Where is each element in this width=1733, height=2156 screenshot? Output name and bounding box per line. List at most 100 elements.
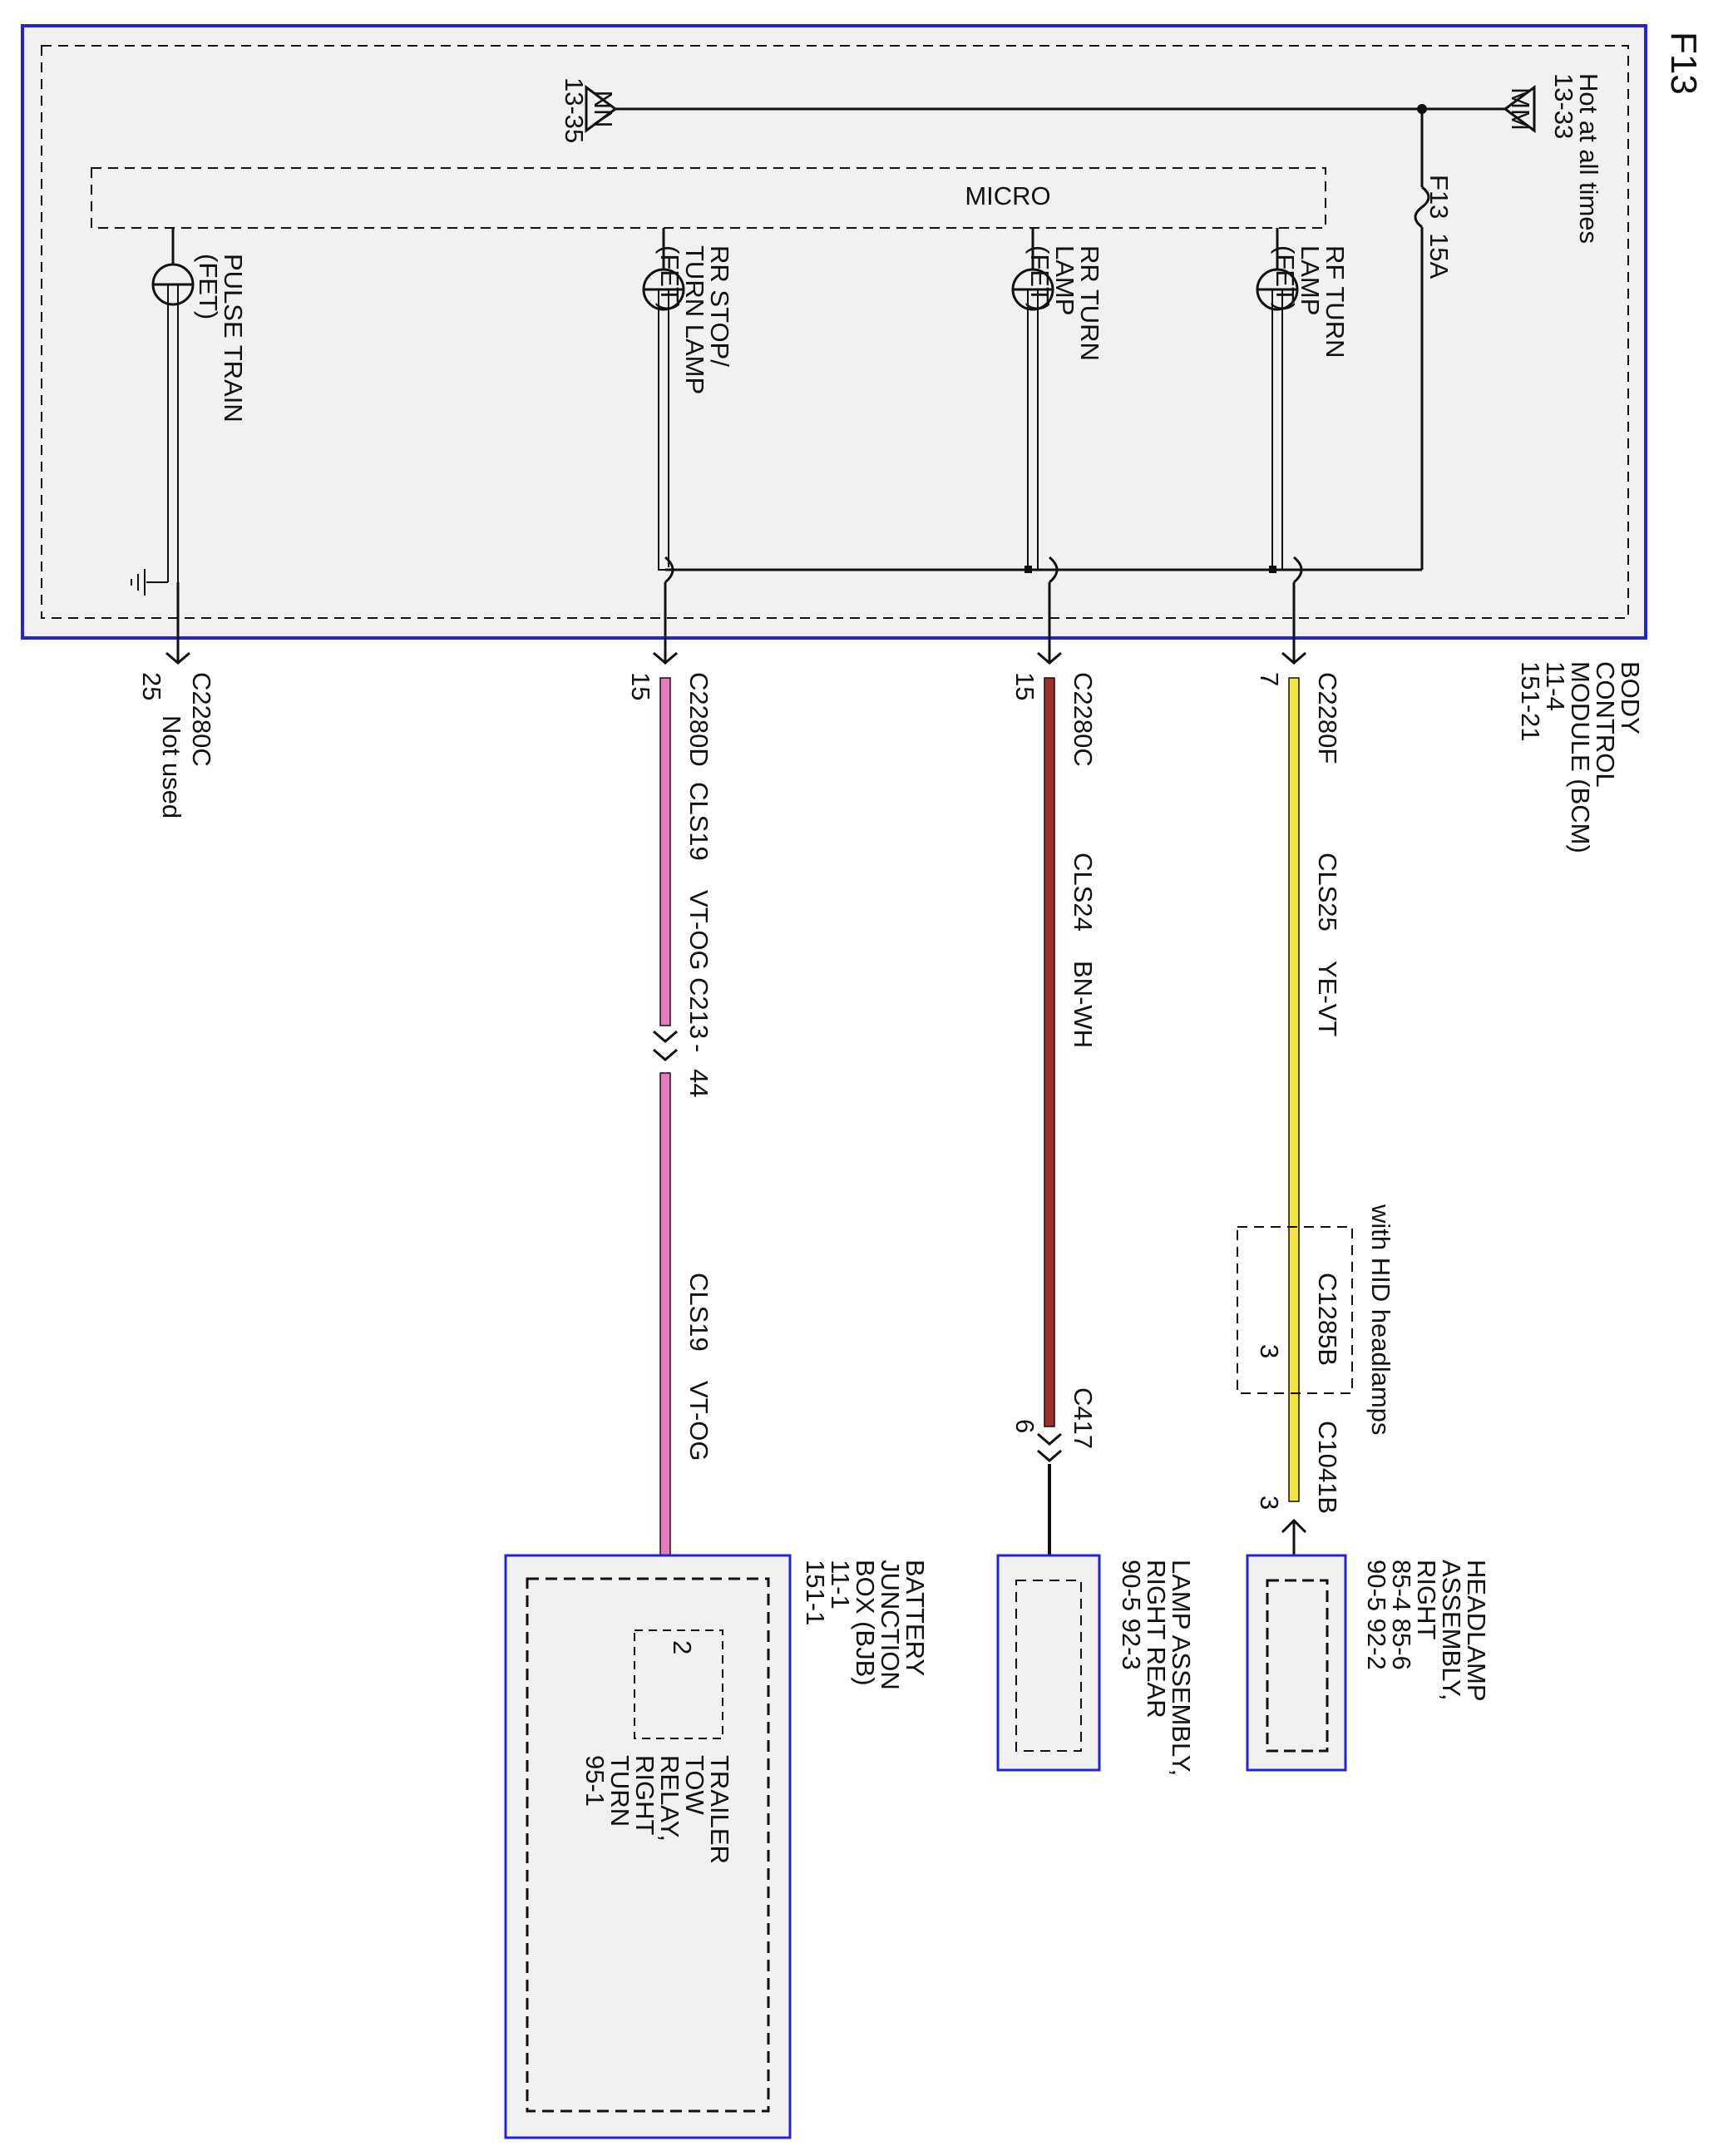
lamp-rr-title: LAMP ASSEMBLY, RIGHT REAR 90-5 92-3 [1117, 1560, 1196, 1776]
lamp-rr-inner-box [1015, 1580, 1082, 1752]
svg-text:ASSEMBLY,: ASSEMBLY, [1437, 1560, 1466, 1700]
bcm-module-box [21, 24, 1647, 640]
svg-text:90-5 92-2: 90-5 92-2 [1362, 1560, 1391, 1670]
rr-turn-connector: C2280C [1069, 672, 1098, 767]
rr-stop-pin: 15 [626, 672, 655, 700]
hid-option-pin: 3 [1255, 1344, 1284, 1358]
chevron-up-icon [1281, 1518, 1307, 1534]
power-out-symbol: NN [589, 91, 618, 128]
svg-text:LAMP: LAMP [1296, 245, 1325, 315]
rr-stop-color: VT-OG [684, 890, 713, 970]
connector-c417-chevrons [1037, 1432, 1062, 1462]
svg-text:151-21: 151-21 [1516, 661, 1545, 742]
svg-text:(FET): (FET) [1271, 245, 1300, 311]
micro-label: MICRO [965, 181, 1050, 210]
headlamp-r-box [1246, 1554, 1347, 1772]
chevron-down-icon [1037, 651, 1062, 665]
chevron-down-icon [165, 651, 190, 665]
rf-turn-junction [1269, 566, 1276, 573]
wire-rr-stop-upper [659, 677, 671, 1026]
svg-text:TURN LAMP: TURN LAMP [680, 245, 709, 394]
svg-text:BOX (BJB): BOX (BJB) [851, 1560, 880, 1686]
svg-text:RR STOP/: RR STOP/ [705, 245, 734, 367]
ground-icon [131, 569, 146, 596]
micro-box [91, 167, 1326, 229]
svg-text:RIGHT: RIGHT [1412, 1560, 1441, 1640]
svg-text:TRAILER: TRAILER [705, 1755, 734, 1864]
rf-turn-connector: C2280F [1313, 672, 1342, 764]
svg-text:RF TURN: RF TURN [1321, 245, 1350, 358]
svg-text:CONTROL: CONTROL [1591, 661, 1620, 788]
chevron-down-icon [1037, 1432, 1062, 1446]
bjb-relay-pin: 2 [668, 1640, 697, 1654]
svg-text:PULSE TRAIN: PULSE TRAIN [219, 254, 248, 423]
power-out-label: 13-35 [560, 77, 589, 143]
rr-turn-crossover [1049, 556, 1059, 584]
headlamp-r-title: HEADLAMP ASSEMBLY, RIGHT 85-4 85-6 90-5 … [1362, 1560, 1491, 1702]
rf-turn-color: YE-VT [1313, 961, 1342, 1036]
svg-text:BATTERY: BATTERY [901, 1560, 930, 1676]
rr-turn-label: RR TURN LAMP (FET) [1025, 245, 1104, 361]
bjb-box [504, 1554, 792, 2139]
svg-text:TURN: TURN [605, 1755, 634, 1827]
fuse-label: F13 15A [1424, 175, 1454, 279]
svg-text:85-4 85-6: 85-4 85-6 [1387, 1560, 1416, 1670]
pulse-train-pin: 25 [137, 672, 166, 700]
rr-stop-crossover [664, 556, 674, 584]
svg-text:HEADLAMP: HEADLAMP [1462, 1560, 1491, 1702]
rr-turn-color: BN-WH [1069, 961, 1098, 1048]
rr-stop-lower-color: VT-OG [684, 1381, 713, 1461]
pulse-train-label: PULSE TRAIN (FET) [194, 254, 248, 423]
bjb-title: BATTERY JUNCTION BOX (BJB) 11-1 151-1 [801, 1560, 930, 1690]
wire-rf-turn [1288, 677, 1300, 1502]
rr-turn-junction [1024, 566, 1032, 573]
svg-text:LAMP ASSEMBLY,: LAMP ASSEMBLY, [1167, 1560, 1196, 1776]
wire-rr-stop-lower [659, 1072, 671, 1556]
svg-text:TOW: TOW [680, 1755, 709, 1815]
inline-connector-pin: 44 [684, 1069, 713, 1097]
power-out-triangle-nn [585, 85, 618, 133]
chevron-down-icon [653, 1048, 678, 1061]
bcm-connector-chevrons [165, 651, 1306, 665]
chevron-down-icon [1037, 1449, 1062, 1462]
rr-stop-connector: C2280D [684, 672, 713, 767]
svg-text:(FET): (FET) [1025, 245, 1054, 311]
svg-text:MODULE (BCM): MODULE (BCM) [1566, 661, 1595, 853]
svg-text:(FET): (FET) [194, 254, 223, 319]
svg-text:JUNCTION: JUNCTION [876, 1560, 905, 1690]
headlamp-r-inner-box [1266, 1579, 1329, 1753]
pulse-train-connector-label: C2280C [187, 672, 216, 767]
rf-turn-pin: 7 [1255, 672, 1284, 686]
bcm-title: BODY CONTROL MODULE (BCM) 11-4 151-21 [1516, 661, 1645, 853]
svg-text:11-4: 11-4 [1541, 661, 1570, 711]
svg-text:11-1: 11-1 [826, 1560, 855, 1610]
svg-text:RR TURN: RR TURN [1075, 245, 1104, 361]
power-in-symbol: MM [1506, 87, 1535, 131]
connector-c1041b-chevron [1281, 1518, 1307, 1534]
hid-option-note: with HID headlamps [1366, 1204, 1395, 1435]
rr-turn-pin: 15 [1010, 672, 1039, 700]
rr-stop-lower-circuit: CLS19 [684, 1273, 713, 1352]
svg-text:RIGHT: RIGHT [630, 1755, 659, 1836]
chevron-down-icon [653, 1030, 678, 1043]
rr-turn-end-pin: 6 [1010, 1419, 1039, 1433]
bjb-inner-box [526, 1577, 770, 2113]
rr-stop-label: RR STOP/ TURN LAMP (FET) [655, 245, 734, 394]
rf-turn-end-pin: 3 [1255, 1496, 1284, 1510]
svg-text:13-33: 13-33 [1549, 73, 1578, 139]
svg-text:RELAY,: RELAY, [655, 1755, 684, 1842]
hid-option-connector: C1285B [1313, 1273, 1342, 1366]
hid-option-box [1237, 1226, 1353, 1394]
svg-text:C2280C: C2280C [187, 672, 216, 767]
rf-turn-end-connector: C1041B [1313, 1421, 1342, 1514]
svg-text:Hot at all times: Hot at all times [1574, 73, 1603, 244]
wire-rr-turn [1044, 677, 1055, 1427]
chevron-down-icon [1281, 651, 1306, 665]
svg-text:90-5 92-3: 90-5 92-3 [1117, 1560, 1146, 1670]
rr-turn-end-connector: C417 [1069, 1387, 1098, 1449]
fuse-f13-symbol [1414, 185, 1430, 229]
rr-stop-circuit: CLS19 [684, 782, 713, 861]
page-label: F13 [1663, 32, 1704, 95]
